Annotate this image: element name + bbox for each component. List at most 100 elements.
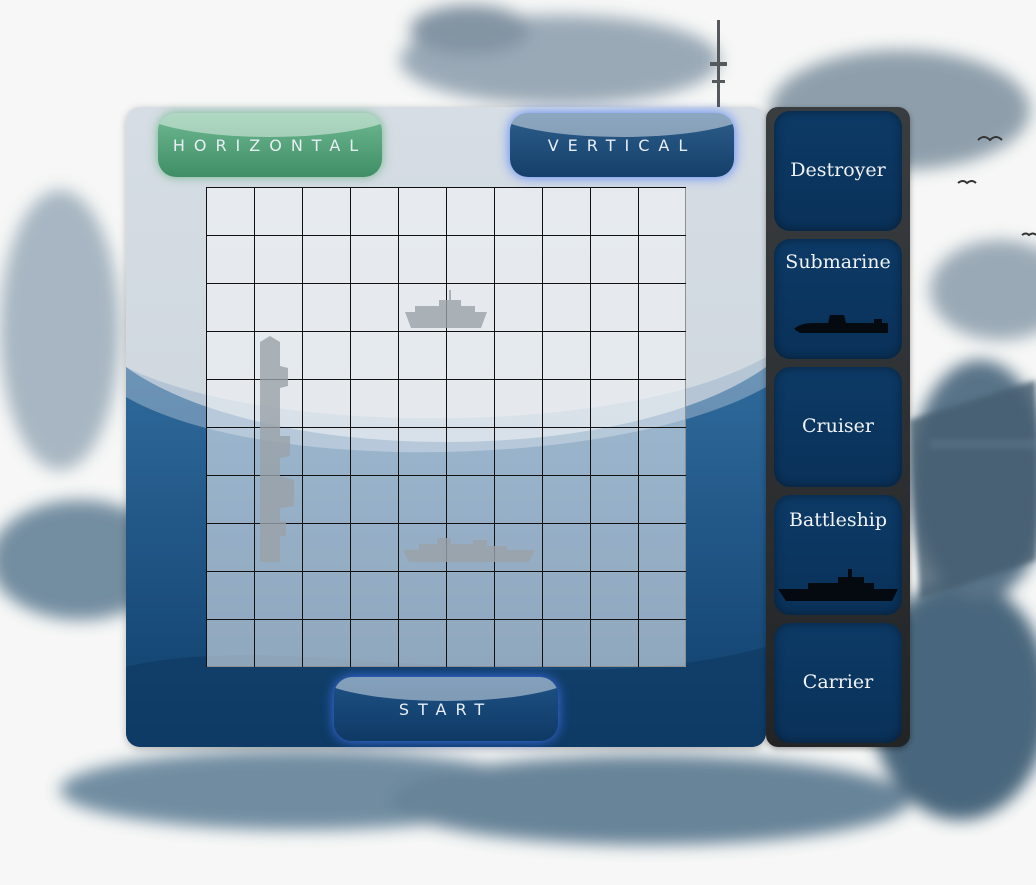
grid-cell[interactable] — [206, 619, 254, 667]
grid-cell[interactable] — [446, 235, 494, 283]
grid-cell[interactable] — [398, 235, 446, 283]
grid-cell[interactable] — [494, 379, 542, 427]
grid-cell[interactable] — [542, 187, 590, 235]
grid-cell[interactable] — [638, 427, 686, 475]
grid-cell[interactable] — [254, 619, 302, 667]
grid-cell[interactable] — [542, 571, 590, 619]
grid-cell[interactable] — [494, 571, 542, 619]
grid-cell[interactable] — [302, 427, 350, 475]
grid-cell[interactable] — [638, 571, 686, 619]
grid-cell[interactable] — [350, 235, 398, 283]
grid-cell[interactable] — [206, 379, 254, 427]
grid-cell[interactable] — [638, 523, 686, 571]
grid-cell[interactable] — [398, 475, 446, 523]
grid-cell[interactable] — [350, 619, 398, 667]
grid-cell[interactable] — [542, 475, 590, 523]
grid-cell[interactable] — [302, 379, 350, 427]
grid-cell[interactable] — [494, 187, 542, 235]
grid-cell[interactable] — [638, 379, 686, 427]
grid-cell[interactable] — [398, 427, 446, 475]
grid-cell[interactable] — [350, 187, 398, 235]
grid-cell[interactable] — [446, 619, 494, 667]
grid-cell[interactable] — [446, 427, 494, 475]
grid-cell[interactable] — [302, 331, 350, 379]
grid-cell[interactable] — [542, 523, 590, 571]
grid-cell[interactable] — [542, 283, 590, 331]
grid-cell[interactable] — [494, 475, 542, 523]
grid-cell[interactable] — [638, 619, 686, 667]
grid-cell[interactable] — [590, 475, 638, 523]
grid-cell[interactable] — [302, 235, 350, 283]
grid-cell[interactable] — [398, 379, 446, 427]
grid-cell[interactable] — [638, 283, 686, 331]
grid-cell[interactable] — [254, 283, 302, 331]
grid-cell[interactable] — [590, 427, 638, 475]
grid-cell[interactable] — [302, 571, 350, 619]
grid-cell[interactable] — [638, 331, 686, 379]
ship-tile-submarine[interactable]: Submarine — [774, 239, 902, 359]
grid-cell[interactable] — [398, 619, 446, 667]
grid-cell[interactable] — [494, 283, 542, 331]
ship-name: Cruiser — [801, 415, 874, 437]
grid-cell[interactable] — [206, 235, 254, 283]
grid-cell[interactable] — [446, 379, 494, 427]
grid-cell[interactable] — [206, 571, 254, 619]
grid-cell[interactable] — [494, 619, 542, 667]
grid-cell[interactable] — [350, 379, 398, 427]
grid-cell[interactable] — [590, 331, 638, 379]
grid-cell[interactable] — [446, 571, 494, 619]
grid-cell[interactable] — [542, 379, 590, 427]
grid-cell[interactable] — [206, 523, 254, 571]
grid-cell[interactable] — [302, 283, 350, 331]
ship-name: Destroyer — [790, 159, 886, 181]
grid-cell[interactable] — [350, 523, 398, 571]
start-button[interactable]: START — [334, 677, 558, 741]
grid-cell[interactable] — [638, 475, 686, 523]
grid-cell[interactable] — [350, 283, 398, 331]
grid-cell[interactable] — [638, 187, 686, 235]
grid-cell[interactable] — [542, 427, 590, 475]
grid-cell[interactable] — [206, 427, 254, 475]
ship-tile-cruiser[interactable]: Cruiser — [774, 367, 902, 487]
grid-cell[interactable] — [206, 283, 254, 331]
grid-cell[interactable] — [590, 619, 638, 667]
grid-cell[interactable] — [542, 619, 590, 667]
grid-cell[interactable] — [446, 331, 494, 379]
grid-cell[interactable] — [638, 235, 686, 283]
grid-cell[interactable] — [350, 475, 398, 523]
grid-cell[interactable] — [494, 331, 542, 379]
ship-tile-destroyer[interactable]: Destroyer — [774, 111, 902, 231]
grid-cell[interactable] — [590, 187, 638, 235]
grid-cell[interactable] — [446, 475, 494, 523]
ship-tile-battleship[interactable]: Battleship — [774, 495, 902, 615]
grid-cell[interactable] — [398, 571, 446, 619]
grid-cell[interactable] — [542, 331, 590, 379]
grid-cell[interactable] — [302, 523, 350, 571]
grid-cell[interactable] — [446, 187, 494, 235]
grid-cell[interactable] — [494, 235, 542, 283]
grid-cell[interactable] — [350, 331, 398, 379]
grid-cell[interactable] — [590, 379, 638, 427]
grid-cell[interactable] — [590, 523, 638, 571]
grid-cell[interactable] — [590, 235, 638, 283]
grid-cell[interactable] — [398, 187, 446, 235]
vertical-button[interactable]: VERTICAL — [510, 113, 734, 177]
grid-cell[interactable] — [254, 235, 302, 283]
grid-cell[interactable] — [590, 571, 638, 619]
grid-cell[interactable] — [206, 187, 254, 235]
grid-cell[interactable] — [494, 427, 542, 475]
ship-tile-carrier[interactable]: Carrier — [774, 623, 902, 743]
grid-cell[interactable] — [302, 187, 350, 235]
grid-cell[interactable] — [398, 331, 446, 379]
grid-cell[interactable] — [254, 571, 302, 619]
grid-cell[interactable] — [206, 475, 254, 523]
grid-cell[interactable] — [590, 283, 638, 331]
grid-cell[interactable] — [302, 475, 350, 523]
grid-cell[interactable] — [350, 571, 398, 619]
grid-cell[interactable] — [350, 427, 398, 475]
grid-cell[interactable] — [302, 619, 350, 667]
grid-cell[interactable] — [206, 331, 254, 379]
horizontal-button[interactable]: HORIZONTAL — [158, 113, 382, 177]
grid-cell[interactable] — [254, 187, 302, 235]
grid-cell[interactable] — [542, 235, 590, 283]
